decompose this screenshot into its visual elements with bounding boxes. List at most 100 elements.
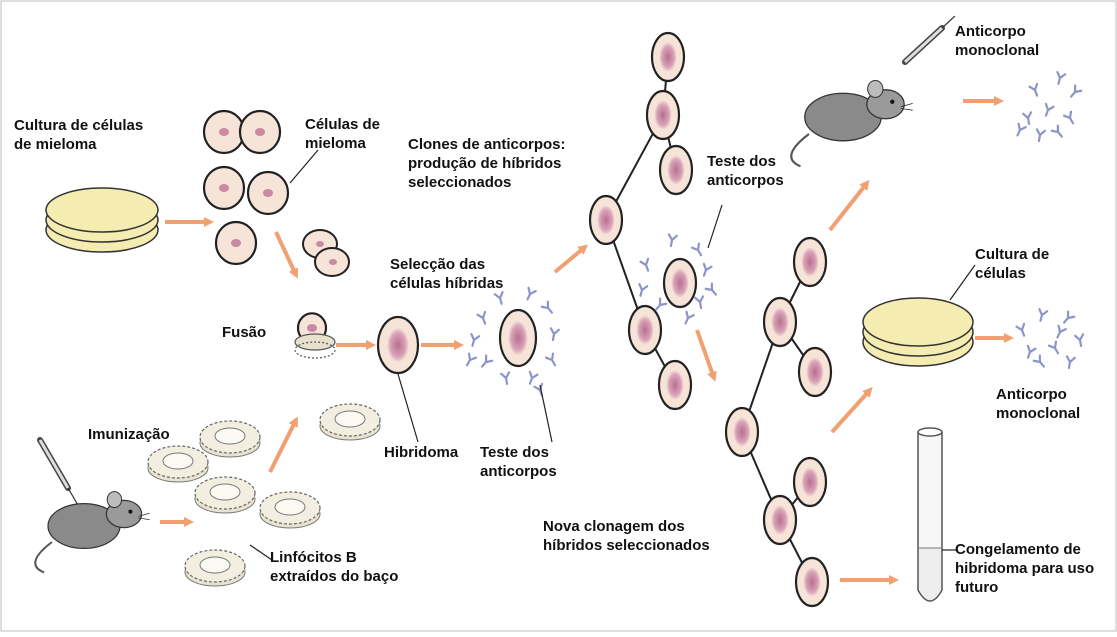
clone-cell [660,146,692,194]
cell-nucleus [803,567,821,597]
reclone-cell [764,496,796,544]
mouse-eye [128,510,132,514]
label-anticorpo-monoclonal-right: Anticorpo monoclonal [996,385,1080,423]
antibody-icon [667,234,677,246]
label-nova-clonagem: Nova clonagem dos híbridos seleccionados [543,517,710,555]
antibody-icon [1035,129,1045,141]
antibody-icon [1014,124,1026,137]
antibody-icon [526,372,537,385]
mouse-antibody-producer [791,80,912,166]
cell-nucleus [263,189,273,197]
cell-nucleus [771,307,789,337]
myeloma-cell [248,172,288,214]
myeloma-cell [216,222,256,264]
antibody-icon [700,264,711,277]
antibody-icon [549,328,559,340]
clone-cell [647,91,679,139]
clone-cell [590,196,622,244]
cell-nucleus [667,155,685,185]
test-tube-rim [918,428,942,436]
clone-cell [652,33,684,81]
antibody-icon [1037,309,1048,322]
antibody-icon [1034,356,1047,370]
cell-nucleus [806,357,824,387]
leader-line [398,374,418,442]
cell-nucleus [597,205,615,235]
antibody-icon [682,312,694,325]
hybridoma-cell [378,317,418,373]
cell-nucleus [255,128,265,136]
lymphocyte-b [320,404,380,440]
arrow-clones-to-recloning [697,330,714,378]
label-cultura-celulas: Cultura de células [975,245,1049,283]
lymphocyte-b [148,446,208,482]
antibody-icon [1068,86,1081,100]
myeloma-cell [204,111,244,153]
cell-nucleus [636,315,654,345]
clone-cell [629,306,661,354]
antibody-icon [695,296,705,308]
clone-cell [664,259,696,307]
label-cultura-mieloma: Cultura de células de mieloma [14,116,143,154]
antibody-icon [495,292,506,305]
antibody-icon [641,259,652,272]
lymphocyte-b [200,421,260,457]
antibody-icon [1024,346,1035,359]
arrow-to-mouse-production [830,183,867,230]
arrow-lymphocytes-to-fusion [270,420,296,472]
antibody-icon [501,372,511,384]
antibody-icon [542,302,555,316]
mouse-immunized [35,492,149,573]
antibody-icon [464,354,476,368]
arrow-selection-to-clones [555,247,585,272]
cell-nucleus [659,42,677,72]
leader-line [708,205,722,248]
cell-nucleus [508,321,528,356]
mouse-ear [868,80,883,97]
mouse-tail [791,134,809,166]
cell-nucleus [329,259,337,265]
syringe-needle [942,16,955,28]
syringe-production [905,16,955,62]
antibody-icon [1049,342,1061,356]
antibody-icon [1017,324,1028,337]
cell-nucleus [219,128,229,136]
antibody-icon [479,356,492,370]
cell-nucleus [666,370,684,400]
antibodies [464,72,1085,397]
cell-nucleus [387,328,409,363]
cell-nucleus [771,505,789,535]
cell-nucleus [654,100,672,130]
cell-nucleus [801,247,819,277]
antibody-icon [706,284,719,298]
lymphocyte-b [195,477,255,513]
cell-nucleus [316,241,324,247]
dish-layer [46,188,158,232]
leader-line [950,265,975,300]
label-linfocitos: Linfócitos B extraídos do baço [270,548,398,586]
reclone-cell [726,408,758,456]
antibody-icon [1061,312,1074,326]
antibody-icon [692,244,704,258]
arrow-myeloma-to-fusion [276,232,296,275]
antibody-icon [1064,112,1076,126]
antibody-icon [1023,112,1033,124]
mouse-tail [35,542,52,572]
label-fusao: Fusão [222,323,266,342]
antibody-icon [546,354,558,368]
label-celulas-mieloma: Células de mieloma [305,115,380,153]
myeloma-culture-dish [46,188,158,252]
leader-line [290,150,318,183]
reclone-cell [794,458,826,506]
selected-hybrid-cell [500,310,536,366]
mouse-ear [107,492,121,508]
lymphocyte-b [185,550,245,586]
label-congelamento: Congelamento de hibridoma para uso futur… [955,540,1094,597]
cell-nucleus [671,268,689,298]
antibody-icon [1065,356,1075,368]
syringe-needle [68,488,78,505]
cell-nucleus [307,324,317,332]
antibody-icon [1055,72,1066,85]
label-teste-anticorpos-1: Teste dos anticorpos [480,443,557,481]
